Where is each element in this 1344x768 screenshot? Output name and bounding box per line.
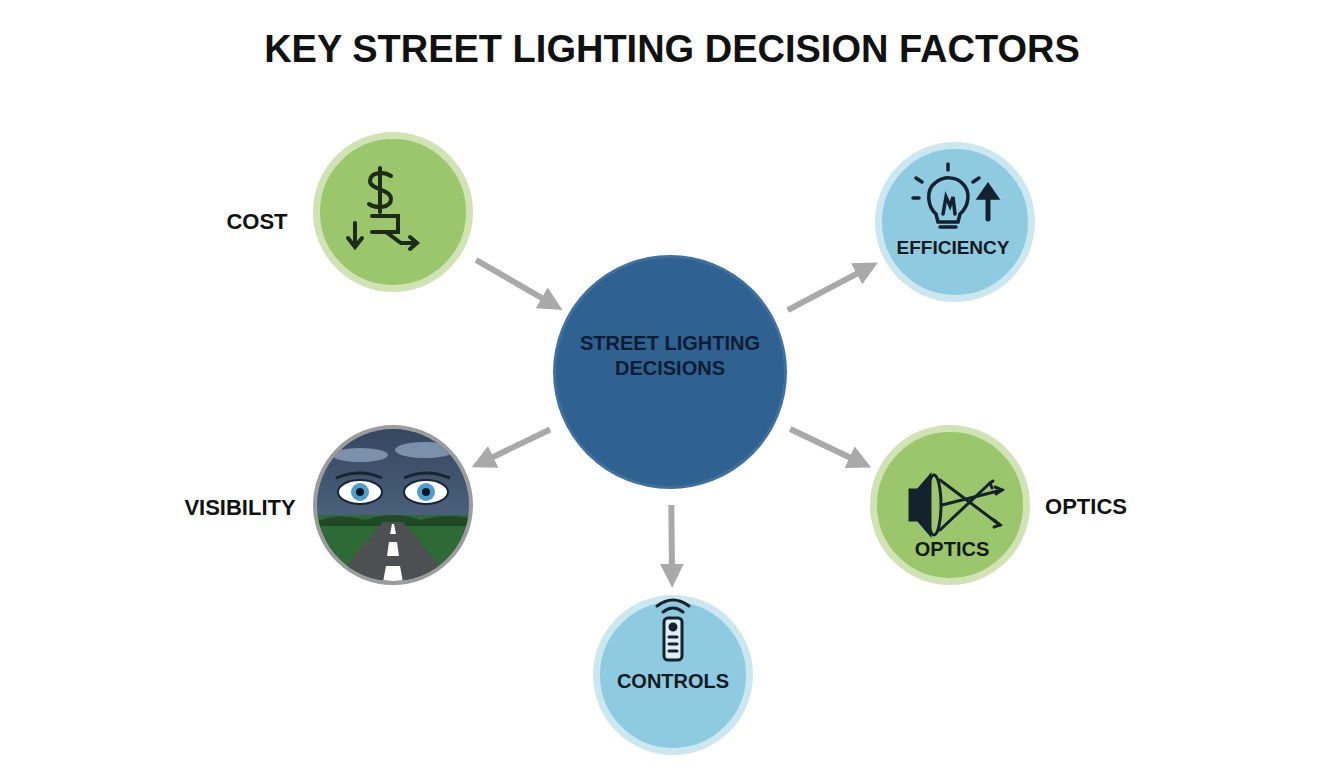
node-label: OPTICS [915,537,989,562]
controls-circle: CONTROLS [593,595,753,755]
arrow-connector [481,430,550,463]
decision-hub-circle: STREET LIGHTING DECISIONS [553,255,787,489]
node-label: STREET LIGHTING DECISIONS [565,331,775,381]
visibility-illustration [315,427,475,595]
node-label: EFFICIENCY [897,236,1010,260]
node-label: CONTROLS [617,669,729,694]
cost-icon [348,168,417,249]
arrow-connector [790,429,861,463]
node-label: VISIBILITY [184,494,295,522]
optics-circle: OPTICSOPTICS [870,425,1030,585]
arrow-connector [668,505,675,577]
circle-outline [875,142,1035,302]
circle-outline [313,132,473,292]
visibility-circle: VISIBILITY [313,425,473,585]
efficiency-icon [913,164,997,227]
diagram-title: KEY STREET LIGHTING DECISION FACTORS [0,28,1344,71]
arrow-connector [788,268,869,310]
cost-circle: COST [313,132,473,292]
controls-icon [657,600,689,660]
optics-icon [910,475,1002,535]
efficiency-circle: EFFICIENCY [875,142,1035,302]
circle-outline [870,425,1030,585]
node-label: COST [226,208,287,236]
circle-outline [313,425,473,585]
arrow-connector [476,260,553,304]
node-label: OPTICS [1045,493,1127,521]
